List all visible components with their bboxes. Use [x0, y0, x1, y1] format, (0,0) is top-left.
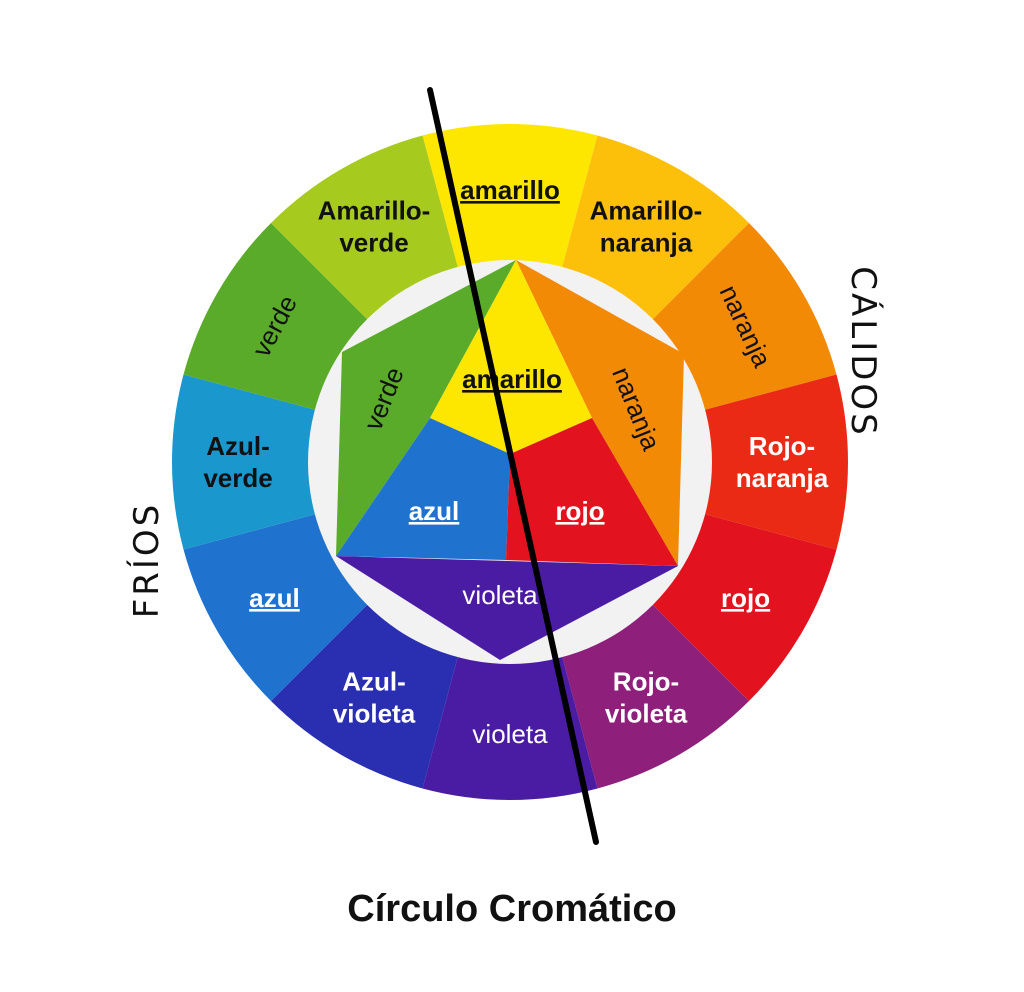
outer-label-amarillo-naranja: Amarillo-naranja	[590, 195, 703, 257]
outer-label-line: violeta	[605, 699, 688, 729]
outer-segment-azul-violeta	[270, 603, 459, 789]
inner-segment-violeta	[336, 556, 678, 660]
diagram-caption: Círculo Cromático	[347, 888, 677, 930]
outer-segment-amarillo-verde	[270, 135, 459, 321]
outer-label-azul-violeta: Azul-violeta	[333, 667, 416, 729]
inner-segment-azul	[336, 418, 510, 560]
inner-segment-verde	[336, 260, 516, 556]
outer-segment-verde	[183, 222, 369, 411]
outer-segment-amarillo	[422, 124, 598, 269]
inner-segment-naranja	[516, 260, 684, 566]
outer-label-line: violeta	[333, 699, 416, 729]
inner-label-amarillo: amarillo	[462, 364, 562, 394]
outer-labels: amarilloAmarillo-naranjanaranjaRojo-nara…	[203, 175, 828, 749]
outer-label-line: violeta	[472, 719, 548, 749]
outer-label-line: amarillo	[460, 175, 560, 205]
outer-segment-rojo-naranja	[703, 374, 848, 550]
outer-label-amarillo-verde: Amarillo-verde	[318, 195, 431, 257]
outer-label-rojo-naranja: Rojo-naranja	[736, 431, 829, 493]
outer-label-amarillo: amarillo	[460, 175, 560, 205]
outer-label-line: Rojo-	[749, 431, 815, 461]
outer-label-line: verde	[203, 463, 272, 493]
outer-ring	[172, 124, 848, 800]
outer-label-line: Azul-	[342, 667, 406, 697]
inner-label-violeta: violeta	[462, 580, 538, 610]
outer-label-line: naranja	[600, 227, 693, 257]
inner-shapes	[336, 260, 684, 660]
outer-label-line: verde	[339, 227, 408, 257]
outer-segment-azul	[183, 513, 369, 702]
outer-label-line: naranja	[736, 463, 829, 493]
inner-label-rojo: rojo	[555, 496, 604, 526]
outer-segment-violeta	[422, 655, 598, 800]
side-label-calidos: CÁLIDOS	[843, 266, 884, 438]
outer-label-rojo-violeta: Rojo-violeta	[605, 667, 688, 729]
side-label-frios: FRÍOS	[126, 502, 167, 619]
outer-label-azul: azul	[249, 583, 300, 613]
outer-label-line: azul	[249, 583, 300, 613]
outer-segment-rojo-violeta	[561, 603, 750, 789]
inner-segment-amarillo	[430, 260, 592, 454]
outer-label-violeta: violeta	[472, 719, 548, 749]
inner-label-azul: azul	[409, 496, 460, 526]
outer-label-line: Rojo-	[613, 667, 679, 697]
outer-label-line: Amarillo-	[318, 195, 431, 225]
outer-label-azul-verde: Azul-verde	[203, 431, 272, 493]
outer-label-rojo: rojo	[721, 583, 770, 613]
inner-segment-rojo	[506, 418, 678, 566]
outer-segment-naranja	[651, 222, 837, 411]
outer-label-line: rojo	[721, 583, 770, 613]
outer-segment-azul-verde	[172, 374, 317, 550]
outer-label-line: Amarillo-	[590, 195, 703, 225]
warm-cold-divider-line	[427, 87, 599, 845]
outer-segment-amarillo-naranja	[561, 135, 750, 321]
outer-label-line: Azul-	[206, 431, 270, 461]
outer-segment-rojo	[651, 513, 837, 702]
